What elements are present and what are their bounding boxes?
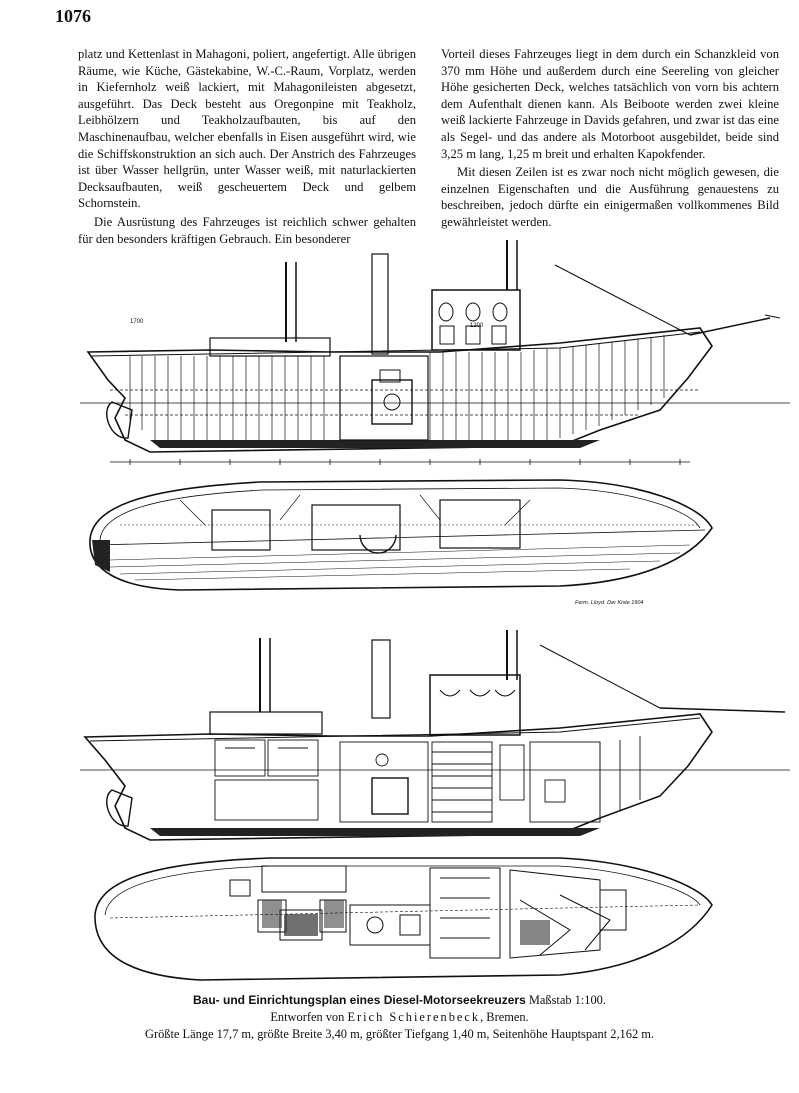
dimension-label: 1200 <box>470 323 484 329</box>
interior-plan <box>94 857 713 981</box>
caption-scale: Maßstab 1:100. <box>528 993 606 1007</box>
deck-plan-construction: Ferm. Lloyd. Der Kiste 1904 <box>89 479 713 606</box>
interior-profile <box>80 630 790 841</box>
paragraph: Vorteil dieses Fahrzeuges liegt in dem d… <box>441 47 779 161</box>
figure-caption: Bau- und Einrichtungsplan eines Diesel-M… <box>0 992 799 1043</box>
paragraph: platz und Kettenlast in Mahagoni, polier… <box>78 47 416 211</box>
page-number: 1076 <box>55 6 91 26</box>
text-column-left: platz und Kettenlast in Mahagoni, polier… <box>78 46 416 249</box>
caption-dimensions: Größte Länge 17,7 m, größte Breite 3,40 … <box>145 1027 654 1041</box>
dimension-label: 1700 <box>130 319 144 325</box>
caption-designer-name: Erich Schierenbeck <box>347 1010 481 1024</box>
caption-designer-prefix: Entworfen von <box>270 1010 345 1024</box>
caption-designer-place: , Bremen. <box>480 1010 529 1024</box>
text-column-right: Vorteil dieses Fahrzeuges liegt in dem d… <box>441 46 779 233</box>
paragraph: Die Ausrüstung des Fahrzeuges ist reichl… <box>78 214 416 246</box>
ship-plan-drawing: 1700 1200 Ferm. Lloyd. Der Kiste 1904 <box>80 240 790 981</box>
caption-title: Bau- und Einrichtungsplan eines Diesel-M… <box>193 993 526 1007</box>
construction-profile: 1700 1200 <box>80 240 790 465</box>
paragraph: Mit diesen Zeilen ist es zwar noch nicht… <box>441 165 779 229</box>
draftsman-signature: Ferm. Lloyd. Der Kiste 1904 <box>575 600 643 606</box>
